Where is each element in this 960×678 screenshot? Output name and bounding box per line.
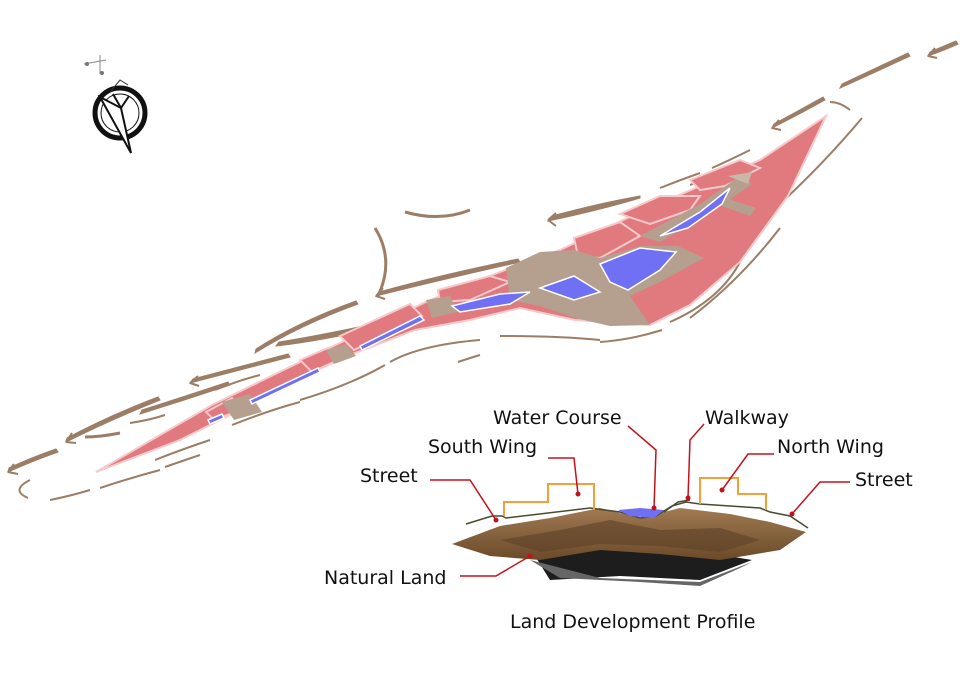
leader-water-course (627, 425, 657, 509)
flow-arrow-icon (829, 101, 851, 111)
flow-arrows (7, 40, 959, 501)
label-south-wing: South Wing (428, 436, 537, 458)
north-wing-profile (699, 477, 767, 510)
flow-arrow-icon (189, 375, 200, 387)
leader-lines (430, 423, 850, 577)
water-pool-central (537, 275, 602, 301)
flow-arrow-icon (770, 96, 826, 130)
flow-arrow-icon (7, 448, 59, 473)
water-pool-east (598, 247, 678, 291)
profile-shadow-lower (530, 560, 752, 586)
flow-arrow-icon (659, 172, 701, 189)
label-natural-land: Natural Land (324, 567, 446, 589)
leader-street-left (430, 479, 497, 521)
north-block-b (617, 195, 702, 226)
walkway-east (716, 196, 756, 216)
flow-arrow-icon (139, 381, 231, 415)
water-course-profile (618, 508, 664, 518)
flow-arrow-icon (457, 354, 481, 363)
flow-arrow-icon (7, 463, 19, 475)
water-channel-mid (450, 291, 531, 313)
flow-arrow-icon (926, 40, 959, 57)
leader-natural-land (460, 555, 531, 577)
flow-arrow-icon (838, 52, 911, 90)
flow-arrow-icon (599, 329, 663, 343)
flow-arrow-icon (546, 195, 641, 222)
flow-arrow-icon (404, 208, 471, 219)
walkway-north-tip (728, 172, 752, 184)
flow-arrow-icon (689, 227, 781, 319)
water-channel-tip (206, 413, 226, 425)
flow-arrow-icon (18, 479, 31, 499)
flow-arrow-icon (669, 261, 741, 323)
flow-arrow-icon (231, 401, 301, 426)
flow-arrow-icon (164, 454, 201, 468)
north-block-f (338, 302, 424, 352)
leader-south-wing (548, 457, 579, 495)
land-development-profile: Water Course Walkway South Wing North Wi… (324, 407, 913, 633)
walkway-node-2 (326, 344, 356, 364)
label-street-left: Street (360, 465, 418, 487)
water-channel-far-west (248, 367, 322, 405)
leader-walkway (687, 423, 705, 499)
water-course (206, 187, 731, 425)
label-street-right: Street (855, 469, 913, 491)
north-arrow-compass-icon (83, 55, 148, 154)
flow-arrow-icon (373, 227, 388, 297)
flow-arrow-icon (49, 489, 91, 501)
flow-arrow-icon (299, 364, 386, 401)
land-parcels (95, 113, 829, 473)
flow-arrow-icon (254, 300, 359, 355)
label-walkway: Walkway (705, 407, 789, 429)
flow-arrow-icon (99, 469, 161, 489)
leader-north-wing (721, 453, 774, 491)
flow-arrow-icon (711, 149, 751, 169)
flow-arrow-icon (129, 414, 166, 424)
flow-arrow-icon (547, 212, 557, 227)
leader-dots (493, 487, 795, 559)
flow-arrow-icon (65, 432, 77, 444)
flow-arrow-icon (389, 339, 481, 363)
flow-arrow-icon (771, 119, 782, 131)
flow-arrow-icon (499, 335, 601, 341)
flow-arrow-icon (214, 374, 261, 391)
flow-arrow-icon (84, 431, 121, 439)
label-north-wing: North Wing (777, 436, 884, 458)
water-channel-west (358, 315, 426, 351)
south-wing-profile (503, 483, 595, 516)
walkway-node-1 (426, 296, 458, 318)
natural-land-soil-dark (500, 520, 760, 552)
leader-street-right (791, 481, 850, 515)
flow-arrow-icon (927, 47, 938, 59)
walkway-profile (663, 499, 691, 513)
flow-arrow-icon (154, 439, 211, 461)
label-water-course: Water Course (493, 407, 622, 429)
water-channel-north (659, 187, 731, 237)
profile-title: Land Development Profile (510, 611, 755, 633)
